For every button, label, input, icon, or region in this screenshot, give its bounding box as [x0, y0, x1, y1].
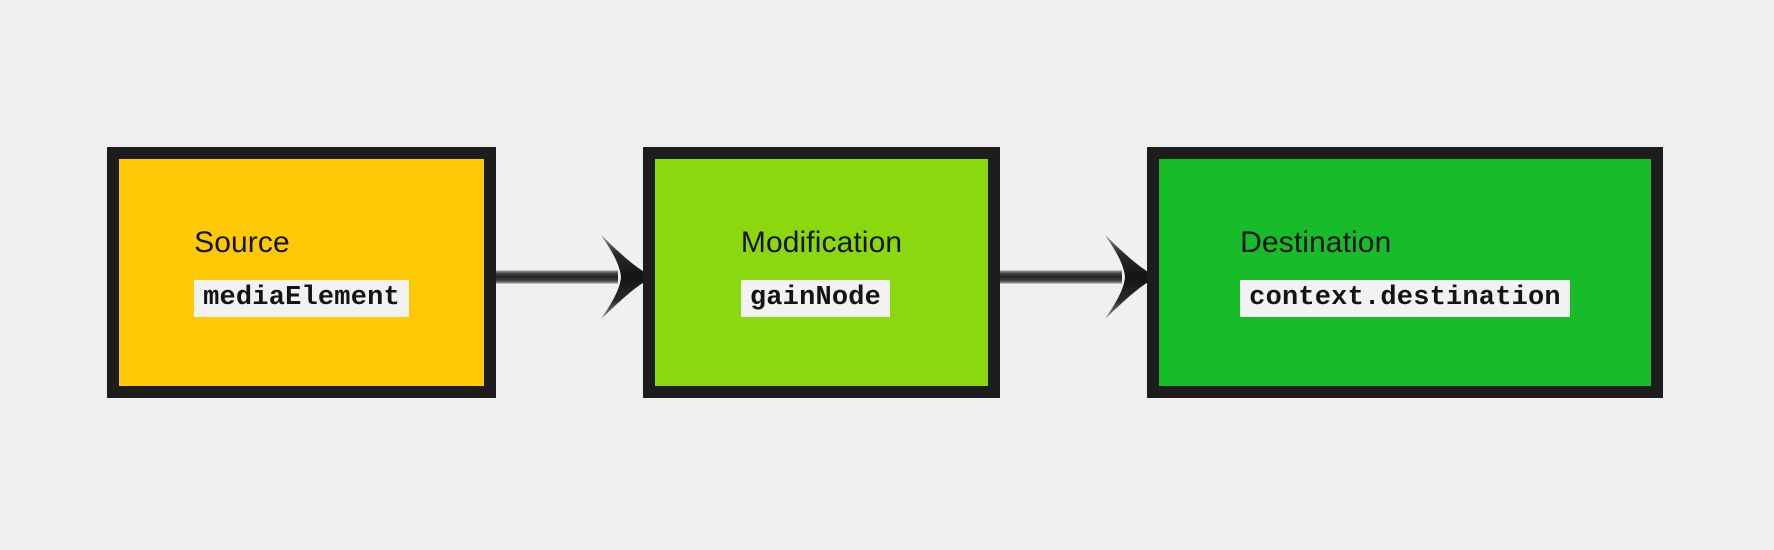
edge-source-to-modification [490, 235, 654, 319]
node-source-content: Source mediaElement [194, 225, 409, 318]
node-modification-title: Modification [740, 225, 903, 259]
node-modification-content: Modification gainNode [740, 225, 903, 318]
node-destination-content: Destination context.destination [1240, 225, 1570, 318]
node-modification-code-label: gainNode [740, 279, 891, 318]
node-destination-code-label: context.destination [1240, 279, 1570, 318]
node-source-code-label: mediaElement [194, 279, 409, 318]
node-destination[interactable]: Destination context.destination [1147, 147, 1663, 398]
node-source[interactable]: Source mediaElement [107, 147, 496, 398]
node-modification[interactable]: Modification gainNode [643, 147, 1000, 398]
node-source-title: Source [194, 225, 290, 259]
node-destination-title: Destination [1240, 225, 1392, 259]
edge-modification-to-destination [992, 235, 1158, 319]
